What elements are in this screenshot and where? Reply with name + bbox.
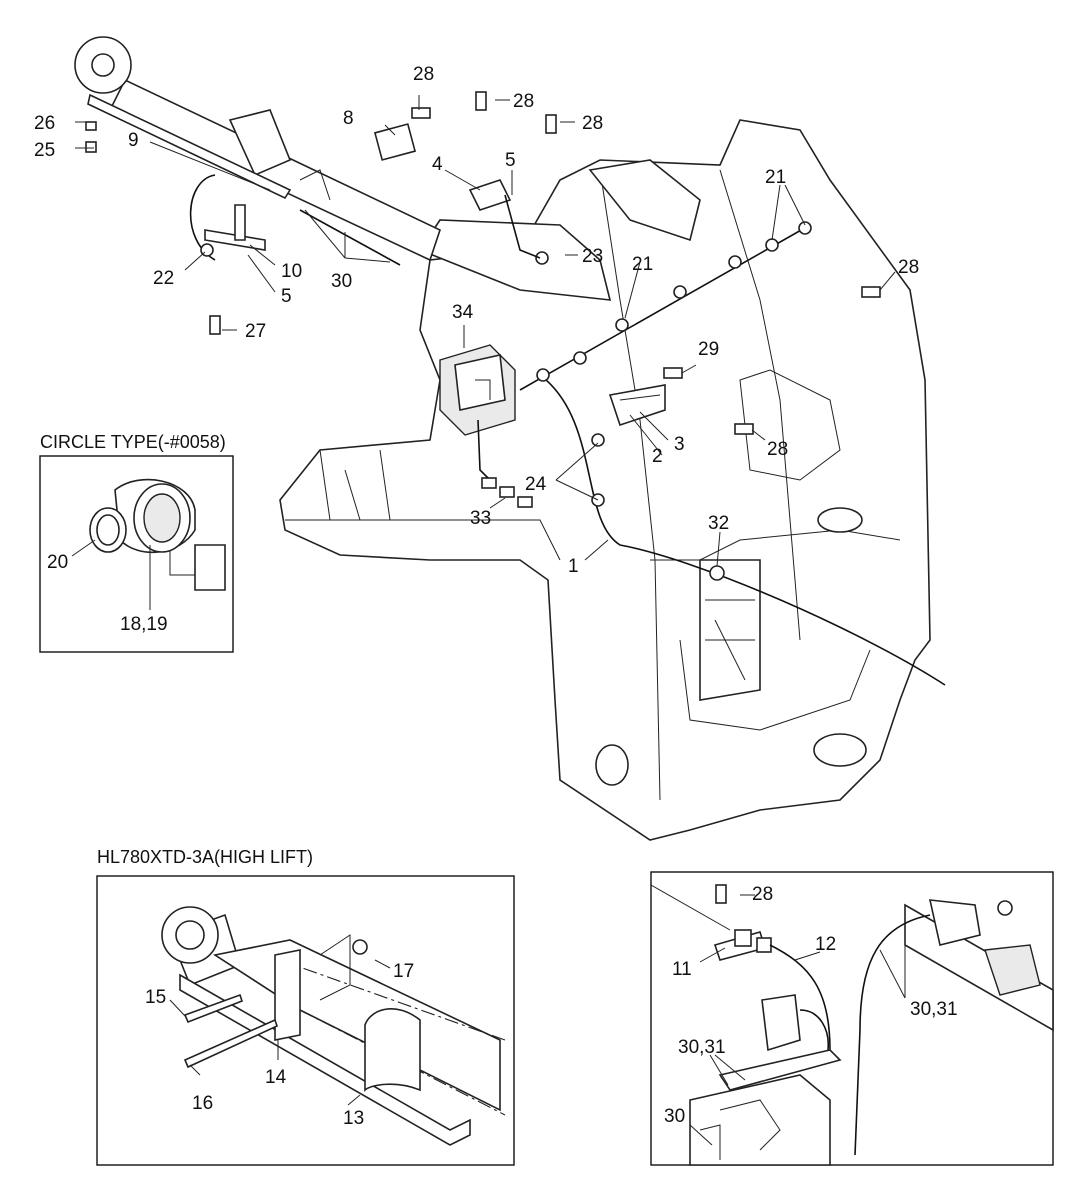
callout-label: 24: [525, 474, 547, 495]
callout-label: 33: [470, 508, 491, 529]
callout-label: 21: [632, 254, 653, 275]
callout-label: 8: [343, 108, 354, 129]
callout-label: 15: [145, 987, 166, 1008]
callout-label: 28: [582, 113, 603, 134]
callout-label: 30,31: [678, 1037, 726, 1058]
callout-label: 18,19: [120, 614, 168, 635]
callout-label: 13: [343, 1108, 364, 1129]
callout-label: 20: [47, 552, 68, 573]
callout-label: 28: [767, 439, 788, 460]
callout-label: 30: [664, 1106, 685, 1127]
callout-label: 17: [393, 961, 414, 982]
circle-type-frame: [39, 455, 234, 653]
callout-label: 12: [815, 934, 836, 955]
callout-label: 23: [582, 246, 603, 267]
callout-label: 32: [708, 513, 729, 534]
leader-lines: [75, 95, 896, 567]
callout-label: 16: [192, 1093, 213, 1114]
main-frame-assembly: [74, 36, 946, 841]
circle-type-title: CIRCLE TYPE(-#0058): [40, 432, 226, 452]
callout-label: 28: [898, 257, 919, 278]
callout-label: 30: [331, 271, 352, 292]
callout-label: 28: [413, 64, 434, 85]
callout-label: 25: [34, 140, 55, 161]
high-lift-frame: [96, 875, 515, 1166]
callout-label: 4: [432, 154, 443, 175]
high-lift-title: HL780XTD-3A(HIGH LIFT): [97, 847, 313, 867]
callout-label: 21: [765, 167, 786, 188]
main-callouts: 28 28 28 26 25 8 9 4 5 23 21 21 28 22 10…: [34, 64, 919, 577]
callout-label: 26: [34, 113, 55, 134]
bolts: [85, 91, 881, 435]
callout-label: 1: [568, 556, 579, 577]
callout-label: 29: [698, 339, 719, 360]
callout-label: 5: [281, 286, 292, 307]
callout-label: 30,31: [910, 999, 958, 1020]
callout-label: 9: [128, 130, 139, 151]
circle-type-inset: CIRCLE TYPE(-#0058) 20 18,19: [39, 432, 234, 653]
callout-label: 34: [452, 302, 474, 323]
callout-label: 11: [672, 959, 692, 980]
callout-label: 14: [265, 1067, 287, 1088]
callout-label: 2: [652, 446, 663, 467]
callout-label: 28: [513, 91, 534, 112]
callout-label: 27: [245, 321, 266, 342]
callout-label: 10: [281, 261, 302, 282]
callout-label: 28: [752, 884, 773, 905]
harness-clamps: [200, 221, 812, 581]
harness-detail-inset: 28 11 12 30,31 30,31 30: [650, 871, 1054, 1166]
high-lift-inset: HL780XTD-3A(HIGH LIFT) 17 15 16 14 13: [96, 847, 515, 1166]
callout-label: 5: [505, 150, 516, 171]
callout-label: 3: [674, 434, 685, 455]
callout-label: 22: [153, 268, 174, 289]
